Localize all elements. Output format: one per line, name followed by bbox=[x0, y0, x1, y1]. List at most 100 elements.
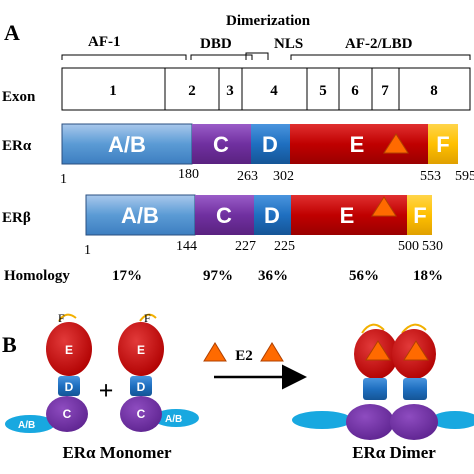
erb-pos-530: 530 bbox=[422, 239, 443, 254]
exon-5: 5 bbox=[319, 83, 327, 99]
homology-ab: 17% bbox=[112, 268, 142, 284]
era-domain-c bbox=[192, 124, 251, 164]
erb-domain-d bbox=[254, 195, 291, 235]
era-pos-553: 553 bbox=[420, 169, 441, 184]
panel-a-label: A bbox=[4, 20, 20, 45]
bracket-dbd bbox=[190, 54, 253, 60]
dimer-d-domain-right bbox=[403, 378, 427, 400]
monomer-2-d-domain bbox=[130, 376, 152, 396]
era-domain-ab-label: A/B bbox=[108, 132, 146, 157]
era-domain-bar: A/B C D E F bbox=[61, 123, 458, 165]
monomer-2-c-domain bbox=[120, 396, 162, 432]
monomer-1-d-label: D bbox=[65, 380, 74, 394]
monomer-1-ab-label: A/B bbox=[18, 420, 35, 431]
dimer-caption: ERα Dimer bbox=[352, 443, 436, 462]
panel-b-label: B bbox=[2, 332, 17, 357]
dimer-c-domain-right bbox=[390, 404, 438, 440]
dimer-ligand-right-icon bbox=[403, 340, 429, 361]
era-pos-1: 1 bbox=[60, 172, 67, 187]
dimer-ab-lobe-right bbox=[431, 411, 474, 429]
region-af1-label: AF-1 bbox=[88, 34, 121, 50]
bracket-af1 bbox=[61, 54, 187, 60]
era-domain-f bbox=[428, 124, 458, 164]
monomer-1-c-domain bbox=[46, 396, 88, 432]
monomer-1-f-label: F bbox=[58, 311, 65, 325]
region-brackets bbox=[61, 52, 471, 60]
era-domain-f-label: F bbox=[436, 132, 449, 157]
region-nls-label: NLS bbox=[274, 36, 303, 52]
monomer-1-ab-lobe bbox=[5, 415, 55, 433]
monomer-2-f-label: F bbox=[144, 311, 151, 325]
dimer-f-tail-right bbox=[401, 323, 427, 334]
dimer-f-tail-left bbox=[361, 323, 385, 334]
region-dimerization-label: Dimerization bbox=[226, 13, 311, 29]
monomer-2-f-tail bbox=[139, 313, 157, 322]
monomer-2: F E D A/B C bbox=[118, 311, 199, 432]
e2-ligand-group: E2 bbox=[203, 342, 284, 364]
e2-label: E2 bbox=[235, 348, 253, 364]
era-dimer bbox=[292, 323, 474, 440]
homology-e: 56% bbox=[349, 268, 379, 284]
monomer-2-ab-label: A/B bbox=[165, 414, 182, 425]
erb-pos-227: 227 bbox=[235, 239, 256, 254]
era-pos-302: 302 bbox=[273, 169, 294, 184]
homology-f: 18% bbox=[413, 268, 443, 284]
exon-6: 6 bbox=[351, 83, 359, 99]
erb-domain-f bbox=[407, 195, 432, 235]
erb-pos-144: 144 bbox=[176, 239, 197, 254]
era-ligand-triangle-icon bbox=[383, 133, 409, 154]
erb-pos-500: 500 bbox=[398, 239, 419, 254]
monomer-1-f-tail bbox=[58, 313, 77, 322]
erb-domain-ab-label: A/B bbox=[121, 203, 159, 228]
exon-row: 1 2 3 4 5 6 7 8 bbox=[61, 67, 471, 111]
exon-7: 7 bbox=[381, 83, 389, 99]
era-domain-d bbox=[251, 124, 290, 164]
dimer-c-domain-left bbox=[346, 404, 394, 440]
era-pos-595: 595 bbox=[455, 169, 474, 184]
monomer-2-e-domain bbox=[118, 322, 164, 376]
dimer-d-domain-left bbox=[363, 378, 387, 400]
monomer-2-c-label: C bbox=[137, 407, 146, 421]
erb-row-label: ERβ bbox=[2, 210, 31, 226]
era-row-label: ERα bbox=[2, 138, 32, 154]
erb-domain-d-label: D bbox=[264, 203, 280, 228]
erb-pos-1: 1 bbox=[84, 243, 91, 258]
era-domain-e bbox=[290, 124, 428, 164]
plus-sign: + bbox=[99, 376, 114, 405]
e2-triangle-right-icon bbox=[260, 342, 284, 362]
exon-1: 1 bbox=[109, 83, 117, 99]
era-domain-d-label: D bbox=[262, 132, 278, 157]
era-pos-180: 180 bbox=[178, 167, 199, 182]
bracket-dimerization bbox=[245, 52, 269, 60]
erb-ligand-triangle-icon bbox=[371, 196, 397, 217]
era-domain-e-label: E bbox=[350, 132, 365, 157]
dimer-ab-lobe-left bbox=[292, 411, 352, 429]
monomer-1-e-domain bbox=[46, 322, 92, 376]
monomer-1: F E D A/B C bbox=[5, 311, 92, 433]
monomer-caption: ERα Monomer bbox=[62, 443, 172, 462]
era-domain-ab bbox=[61, 123, 193, 165]
monomer-1-e-label: E bbox=[65, 343, 73, 357]
region-dbd-label: DBD bbox=[200, 36, 232, 52]
exon-2: 2 bbox=[188, 83, 196, 99]
monomer-2-d-label: D bbox=[137, 380, 146, 394]
erb-domain-c bbox=[195, 195, 254, 235]
erb-domain-e-label: E bbox=[340, 203, 355, 228]
era-pos-263: 263 bbox=[237, 169, 258, 184]
monomer-2-e-label: E bbox=[137, 343, 145, 357]
monomer-1-c-label: C bbox=[63, 407, 72, 421]
exon-4: 4 bbox=[270, 83, 278, 99]
homology-c: 97% bbox=[203, 268, 233, 284]
erb-domain-f-label: F bbox=[413, 203, 426, 228]
dimer-ligand-left-icon bbox=[365, 340, 391, 361]
monomer-2-ab-lobe bbox=[153, 409, 199, 427]
exon-row-label: Exon bbox=[2, 89, 36, 105]
erb-domain-bar: A/B C D E F bbox=[85, 194, 432, 236]
bracket-af2 bbox=[290, 54, 471, 60]
era-domain-c-label: C bbox=[213, 132, 229, 157]
exon-3: 3 bbox=[226, 83, 234, 99]
erb-domain-c-label: C bbox=[216, 203, 232, 228]
exon-8: 8 bbox=[430, 83, 438, 99]
homology-row-label: Homology bbox=[4, 268, 70, 284]
